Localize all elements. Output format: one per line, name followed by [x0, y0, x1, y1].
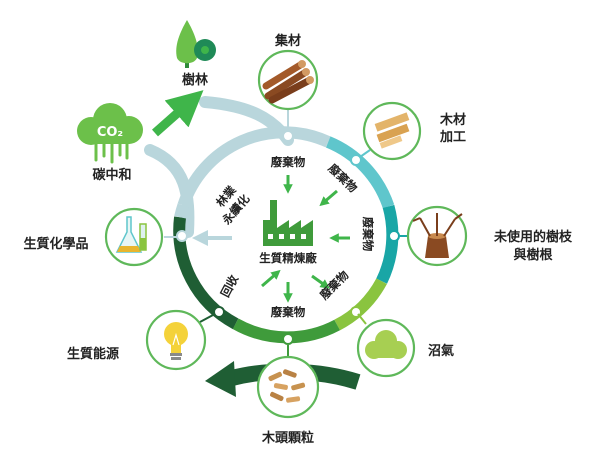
- waste-label-bottom: 廢棄物: [271, 305, 306, 319]
- pellet-to-energy-arrowhead: [205, 361, 236, 397]
- carbon-to-forest-arrow: [152, 90, 204, 137]
- biogas-label: 沼氣: [428, 343, 454, 359]
- ring-junctions: [176, 130, 400, 345]
- timber-label-line1: 木材: [439, 112, 466, 128]
- waste-label-right: 廢棄物: [361, 217, 375, 252]
- log-label: 集材: [274, 33, 301, 49]
- branches-label-line2: 與樹根: [513, 247, 553, 263]
- waste-label-top-right: 廢棄物: [326, 161, 361, 195]
- log-node: 集材: [257, 33, 319, 130]
- co2-badge: CO₂: [97, 125, 123, 140]
- forest-label: 樹林: [182, 72, 208, 88]
- recycle-label: 回收: [218, 272, 241, 299]
- co2-cloud-icon: CO₂: [77, 103, 143, 164]
- waste-label-top: 廢棄物: [271, 155, 306, 169]
- energy-label: 生質能源: [67, 346, 119, 362]
- chemical-label: 生質化學品: [23, 236, 88, 252]
- branches-node: 未使用的樹枝 與樹根: [400, 205, 573, 267]
- branches-label-line1: 未使用的樹枝: [493, 229, 573, 245]
- chemical-node: 生質化學品: [23, 207, 177, 267]
- pellet-node: 木頭顆粒: [256, 345, 320, 446]
- biogas-cloud-icon: [365, 330, 407, 359]
- forest-node: 樹林: [176, 20, 216, 88]
- flask-icon: [115, 216, 147, 253]
- biogas-node: 沼氣: [356, 313, 454, 378]
- factory-icon: [263, 200, 313, 246]
- tree-icon: [176, 20, 216, 68]
- carbon-label: 碳中和: [92, 167, 131, 183]
- light-bulb-icon: [164, 322, 188, 360]
- timber-node: 木材 加工: [359, 101, 466, 161]
- energy-node: 生質能源: [67, 309, 214, 371]
- center-label: 生質精煉廠: [259, 251, 317, 265]
- carbon-node: CO₂ 碳中和: [77, 103, 143, 183]
- pellet-label: 木頭顆粒: [261, 430, 314, 446]
- timber-label-line2: 加工: [439, 130, 466, 145]
- wood-pellet-icon: [268, 369, 306, 403]
- inner-arrows: [192, 175, 350, 303]
- tree-stump-icon: [412, 213, 463, 258]
- wood-plank-icon: [374, 112, 410, 149]
- log-pile-icon: [262, 60, 314, 104]
